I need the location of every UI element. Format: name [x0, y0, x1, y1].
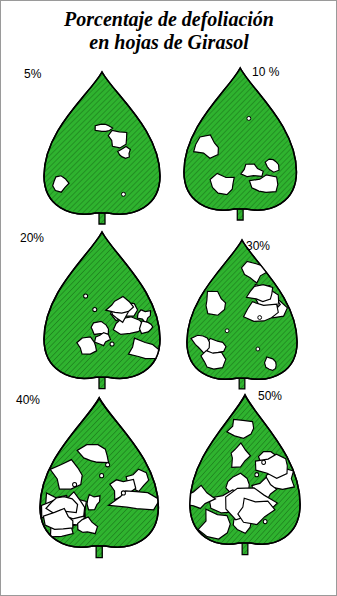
percentage-label: 40%: [16, 394, 40, 406]
percentage-label: 50%: [258, 390, 282, 402]
figure-title: Porcentaje de defoliación en hojas de Gi…: [56, 8, 282, 54]
sunflower-leaf: [187, 240, 297, 389]
sunflower-leaf: [44, 232, 160, 389]
sunflower-leaf: [40, 398, 160, 558]
sunflower-leaf: [184, 68, 297, 220]
sunflower-leaf: [182, 395, 300, 555]
percentage-label: 5%: [24, 68, 41, 80]
percentage-label: 30%: [246, 240, 270, 252]
percentage-label: 20%: [20, 232, 44, 244]
percentage-label: 10 %: [252, 66, 279, 78]
sunflower-leaf: [44, 72, 160, 224]
